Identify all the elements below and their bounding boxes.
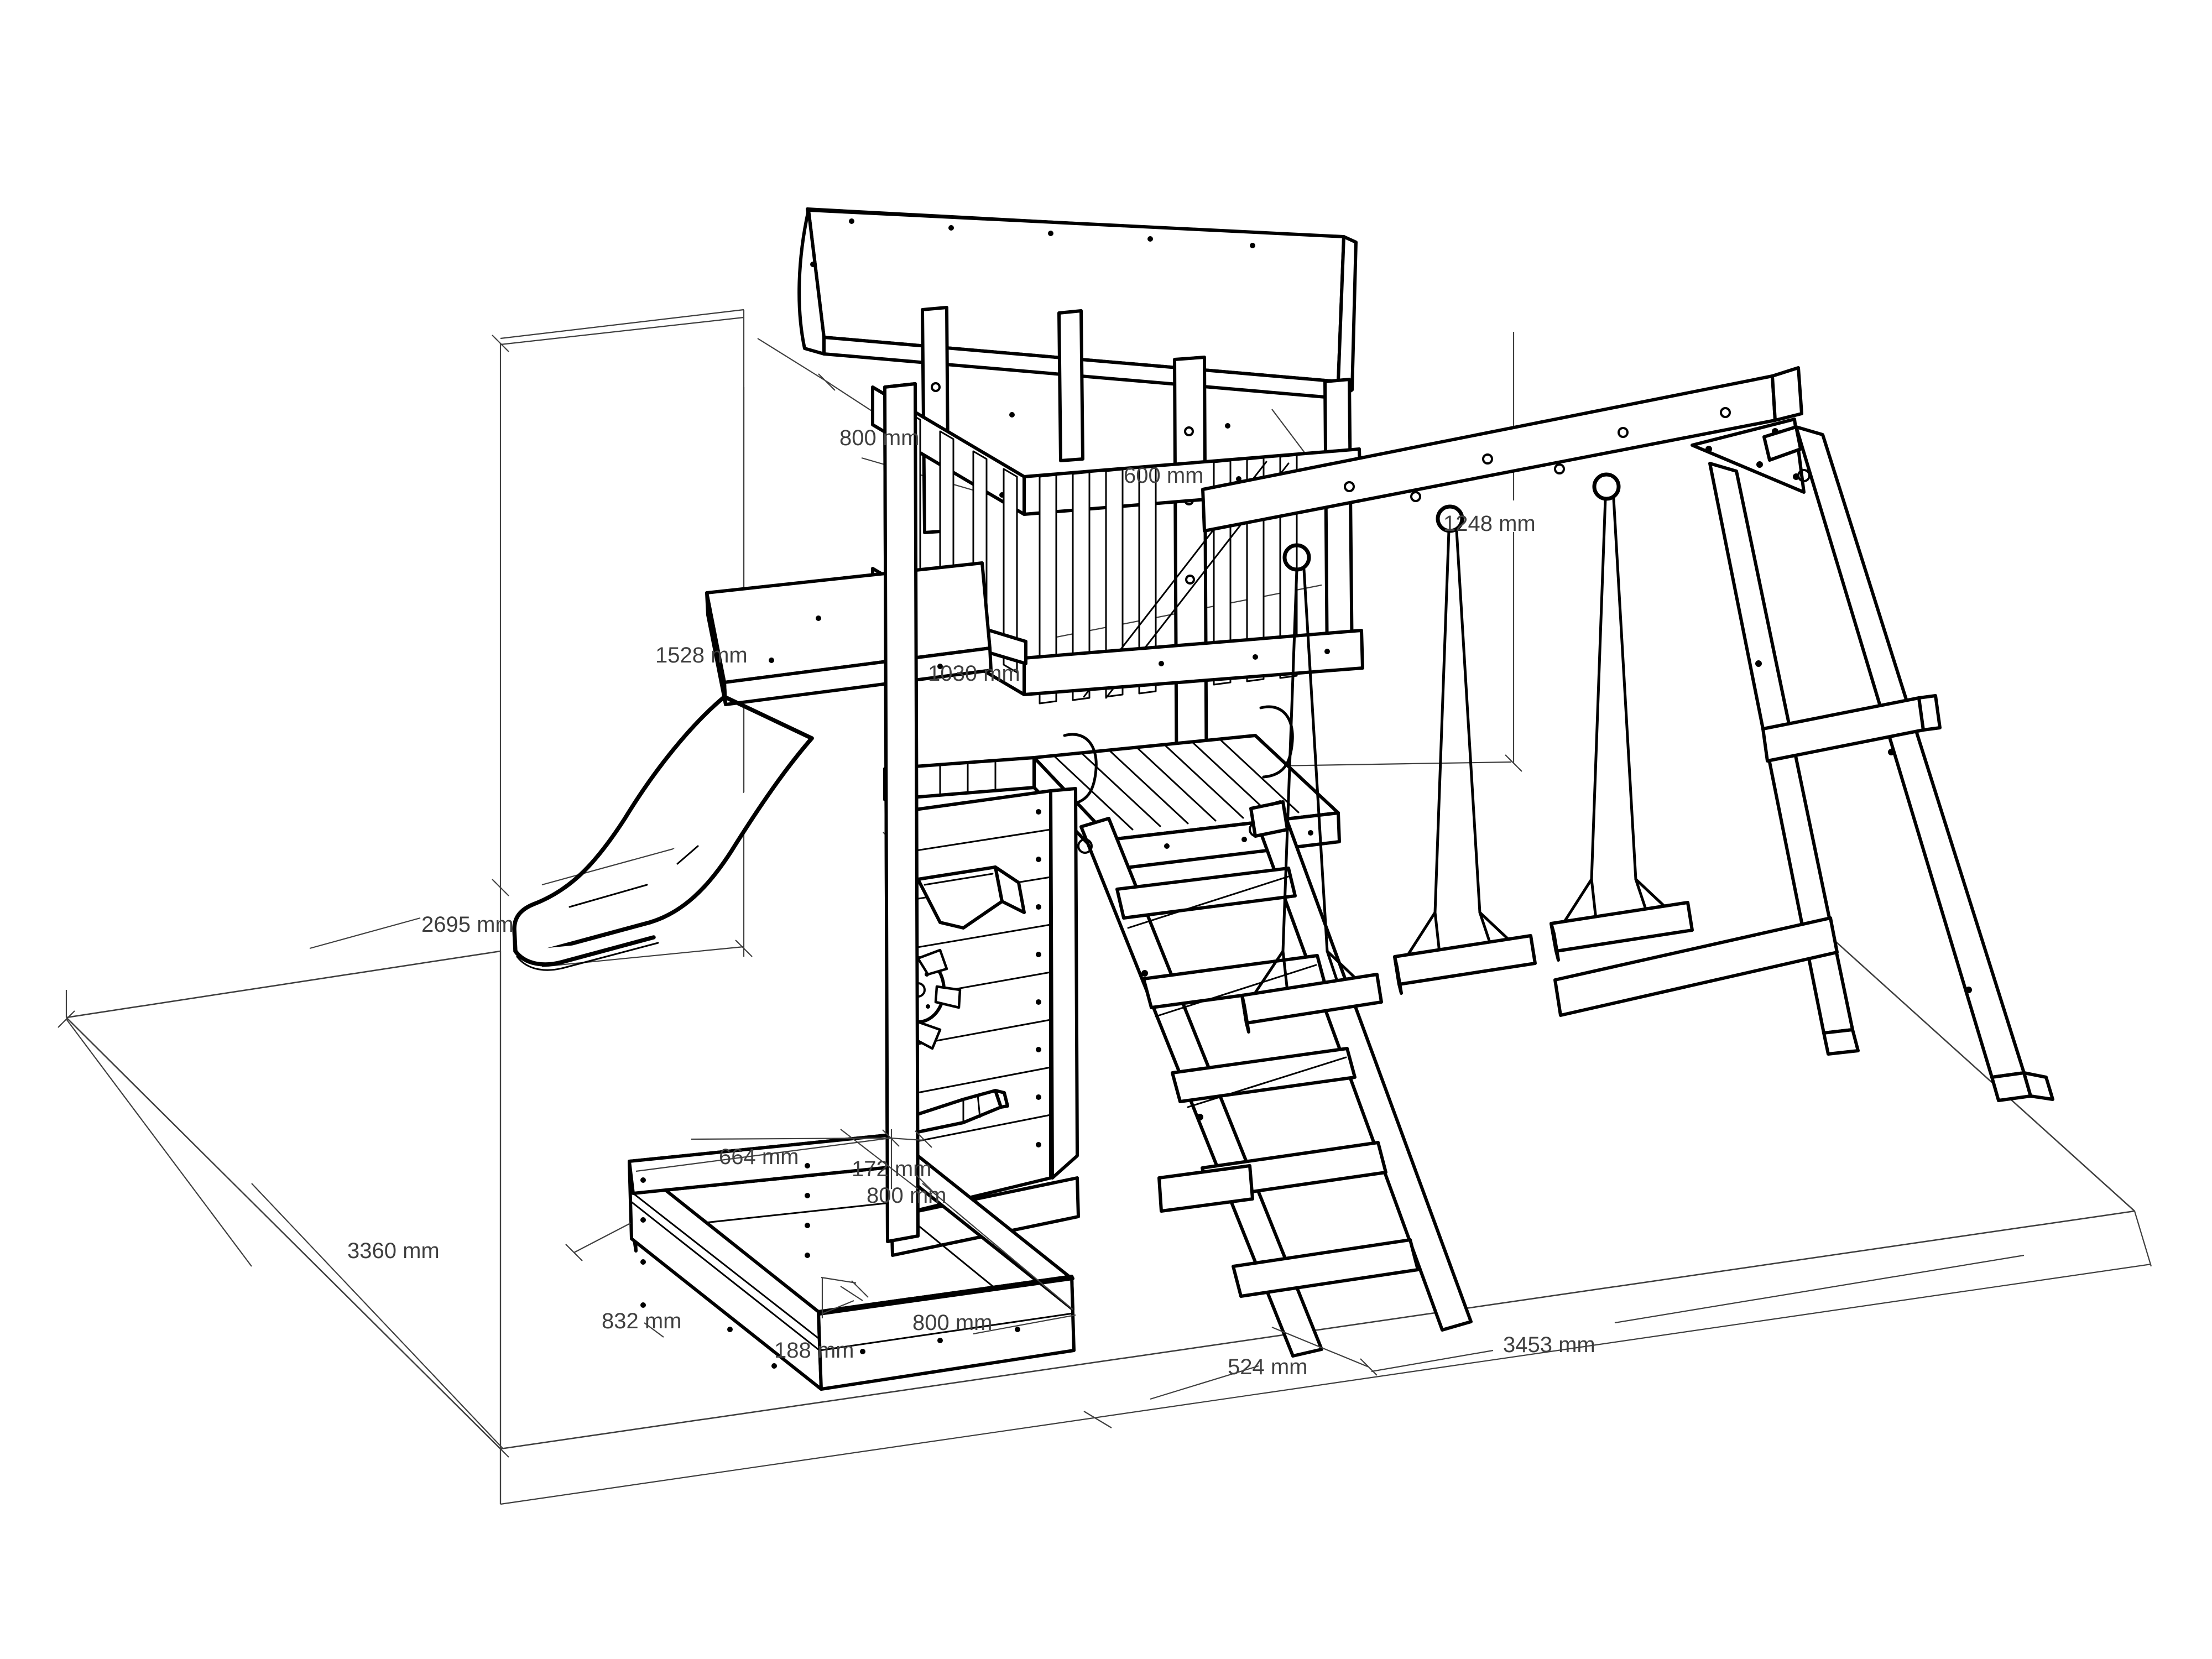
dimension-label-sandbox-inner-664: 664 mm (719, 1145, 799, 1169)
swing-seat-2[interactable] (1393, 504, 1537, 995)
swing-seat-1[interactable] (1240, 543, 1383, 1034)
tower-front-left-post (883, 382, 920, 1243)
dimension-label-slide-1528: 1528 mm (655, 643, 748, 667)
sandbox-frame (628, 1133, 1076, 1391)
dimension-label-swing-height-1248: 1248 mm (1443, 512, 1536, 536)
dimension-label-overall-depth-3360: 3360 mm (347, 1239, 440, 1263)
dimension-label-platform-width-800: 800 mm (839, 426, 920, 450)
swing-a-frame-legs (1553, 425, 2054, 1102)
dimension-label-overall-width-3453: 3453 mm (1503, 1333, 1595, 1357)
dimension-overall-depth-3360 (58, 951, 509, 1504)
dimension-label-sandbox-board-188: 188 mm (774, 1338, 854, 1363)
dimension-label-post-offset-172: 172 mm (852, 1157, 932, 1181)
swing-seat-3[interactable] (1550, 472, 1694, 962)
sand-chute (916, 865, 1026, 930)
dimension-sandbox-lower (565, 1223, 1076, 1338)
wave-slide (512, 695, 814, 971)
dimension-label-deck-height-1030: 1030 mm (928, 661, 1020, 686)
dimension-label-sandbox-outer-800: 800 mm (912, 1311, 993, 1335)
dimension-label-ladder-base-524: 524 mm (1228, 1355, 1308, 1379)
dimension-label-platform-depth-600: 600 mm (1124, 463, 1204, 488)
deck-handrails (1063, 705, 1294, 806)
dimension-ground-width (500, 1211, 2152, 1505)
dimension-label-sandbox-depth-800: 800 mm (867, 1183, 947, 1208)
dimension-label-overall-height-2695: 2695 mm (421, 912, 514, 937)
ground-footprint-outline (66, 906, 2135, 1450)
access-ladder (1077, 800, 1473, 1358)
dimension-sandbox-cluster (635, 1129, 1073, 1310)
dimension-label-sandbox-width-832: 832 mm (602, 1309, 682, 1333)
dimension-swing-height-1248 (1105, 332, 1522, 772)
